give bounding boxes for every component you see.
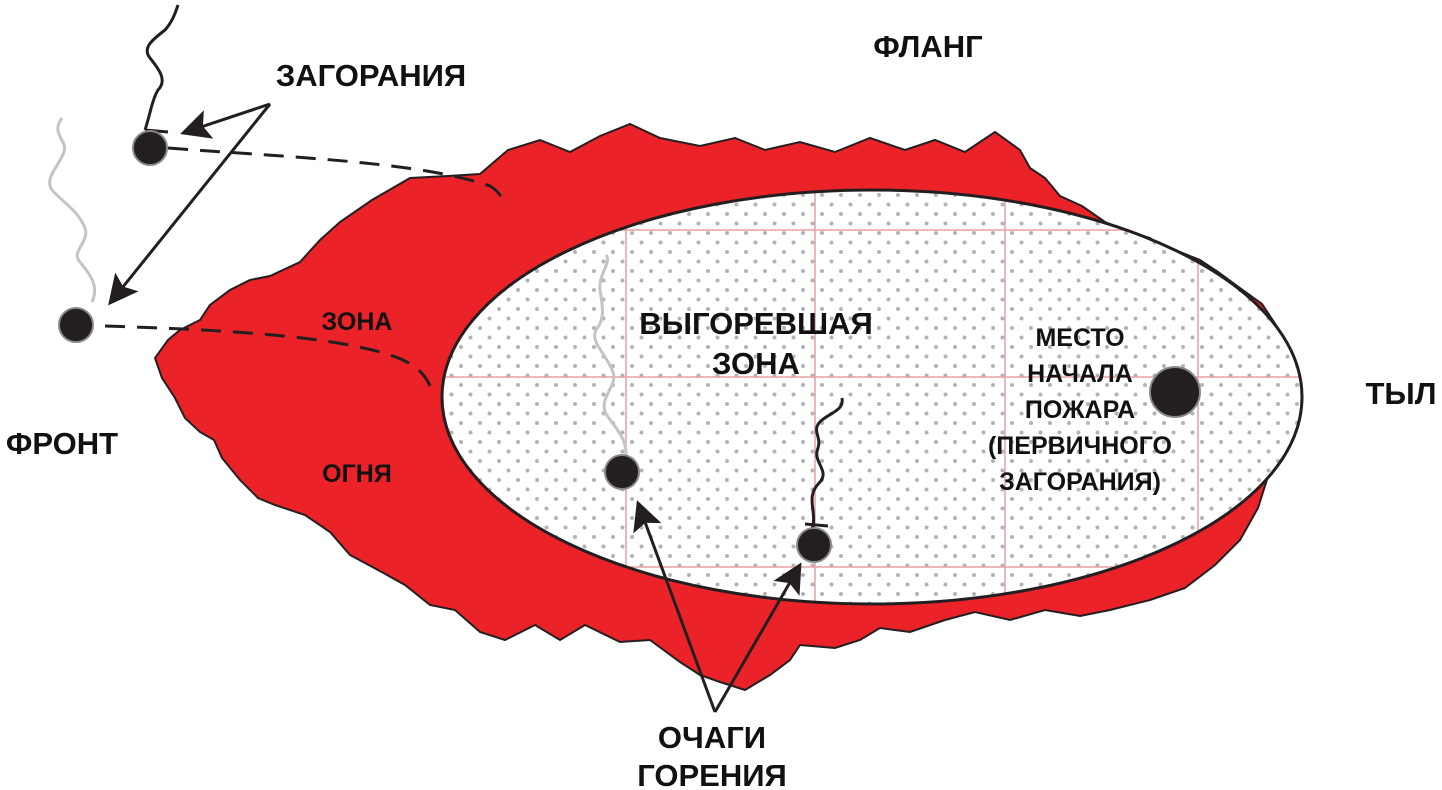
label-fire-zone-1: ЗОНА (322, 308, 393, 336)
label-rear: ТЫЛ (1365, 376, 1436, 411)
smoke-trail-icon (593, 254, 628, 463)
label-origin-3: ПОЖАРА (1025, 396, 1135, 424)
label-fire-zone-2: ОГНЯ (322, 460, 392, 488)
label-burnt-zone-1: ВЫГОРЕВШАЯ (639, 306, 873, 341)
filled-circle-icon (132, 130, 168, 166)
arrow-icon (108, 103, 272, 306)
label-hotspots-1: ОЧАГИ (658, 720, 766, 755)
arrow-icon (633, 500, 717, 713)
smoke-trail-base (804, 522, 829, 528)
label-origin-2: НАЧАЛА (1027, 360, 1133, 388)
label-origin-5: ЗАГОРАНИЯ) (999, 468, 1161, 496)
filled-circle-icon (796, 527, 832, 563)
spread-line-dashed (104, 324, 432, 387)
smoke-trail-icon (810, 397, 844, 531)
origin-point-icon (1149, 366, 1201, 418)
smoke-trail-icon (48, 117, 97, 303)
label-origin-1: МЕСТО (1035, 324, 1124, 352)
label-ignitions: ЗАГОРАНИЯ (276, 58, 466, 93)
arrow-icon (180, 102, 271, 139)
filled-circle-icon (604, 454, 640, 490)
spread-line-dashed (167, 146, 506, 209)
label-flank: ФЛАНГ (873, 29, 982, 64)
smoke-trail-icon (143, 4, 180, 131)
label-hotspots-2: ГОРЕНИЯ (637, 758, 787, 790)
arrow-icon (713, 562, 802, 713)
filled-circle-icon (58, 307, 94, 343)
label-origin-4: (ПЕРВИЧНОГО (988, 432, 1172, 460)
label-front: ФРОНТ (6, 426, 118, 461)
label-burnt-zone-2: ЗОНА (712, 346, 800, 381)
